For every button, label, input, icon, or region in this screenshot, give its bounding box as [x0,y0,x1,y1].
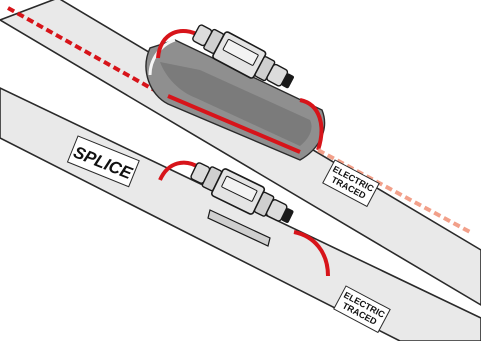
upper-trace-dashed-right [317,148,471,234]
lower-trace-loop-right [293,230,330,277]
lower-pipe-body [0,87,481,341]
lower-connector-plate [207,209,271,247]
upper-connector-icon [192,24,294,89]
lower-connector-icon [190,162,294,223]
upper-trace-loop-right [299,98,324,151]
upper-pipe: ELECTRIC TRACED [0,0,481,306]
lower-pipe: SPLICE ELECTRIC TRACED [0,87,481,341]
upper-pipe-cutaway-inner [160,62,312,146]
upper-trace-dashed-left [7,6,166,98]
upper-trace-cable-inside [167,94,301,154]
upper-pipe-body [0,0,481,306]
